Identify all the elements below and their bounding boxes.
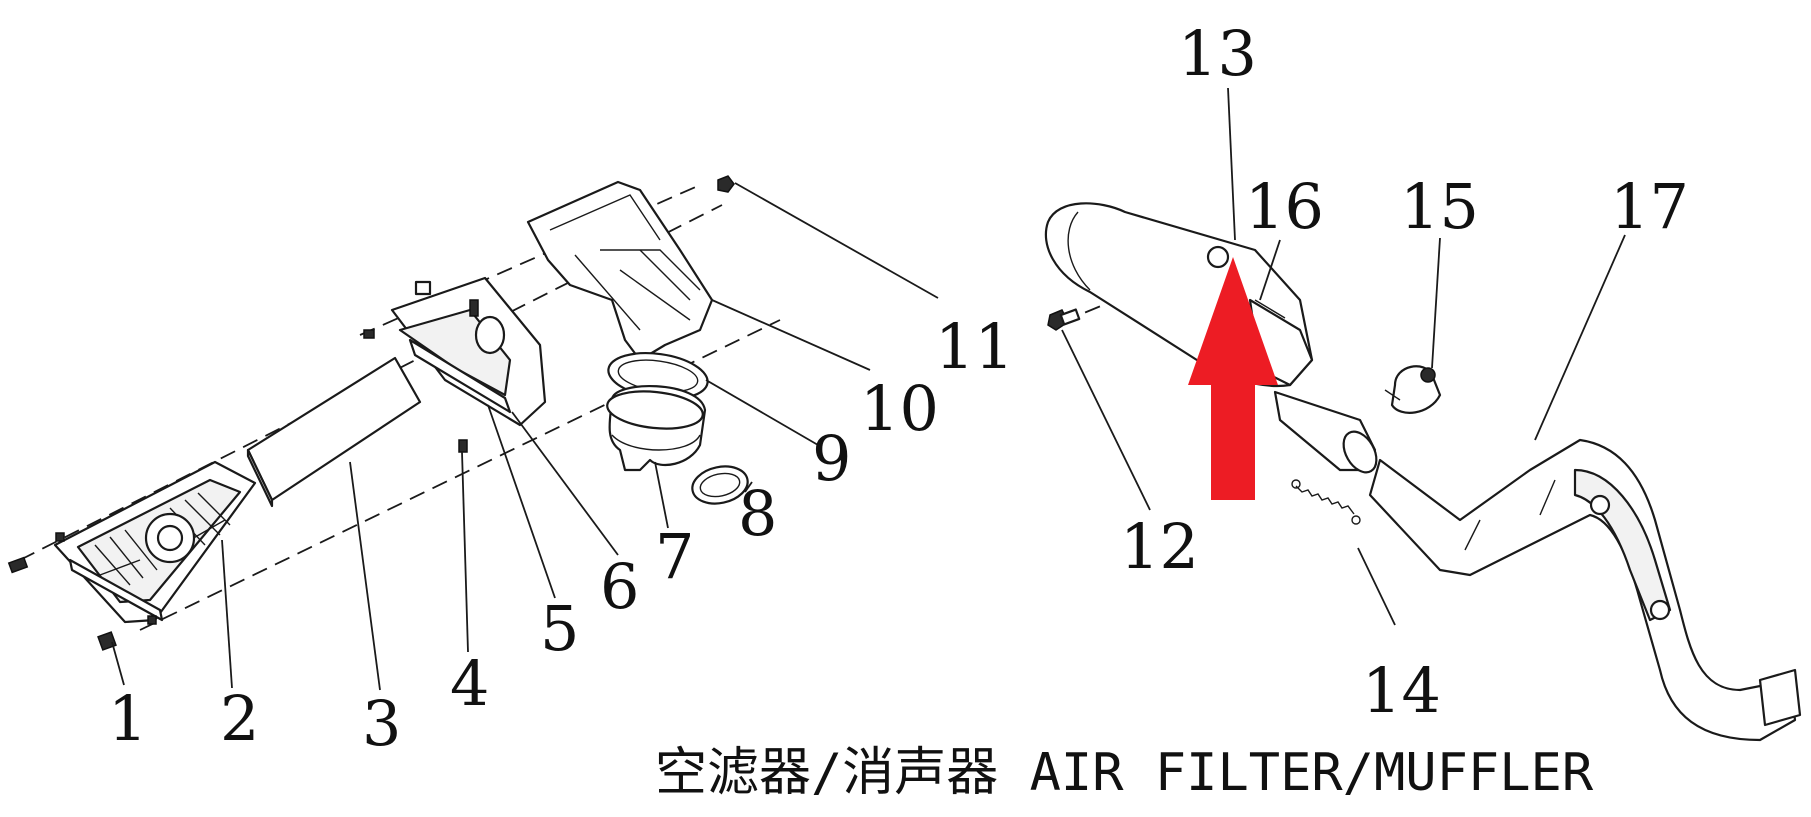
part-4-small-screw bbox=[458, 439, 468, 453]
callout-11: 11 bbox=[935, 310, 1014, 383]
part-14-spring bbox=[1291, 479, 1361, 525]
callout-16: 16 bbox=[1245, 170, 1324, 243]
part-16-collar bbox=[1254, 299, 1286, 319]
callout-8: 8 bbox=[738, 477, 777, 550]
part-7-intake-boot bbox=[606, 385, 707, 472]
callout-3: 3 bbox=[362, 687, 401, 760]
red-up-arrow-icon bbox=[1188, 257, 1278, 500]
callout-17: 17 bbox=[1610, 170, 1689, 243]
callout-4: 4 bbox=[450, 647, 489, 720]
diagram-caption: 空滤器/消声器 AIR FILTER/MUFFLER bbox=[655, 743, 1594, 803]
part-12-bolt bbox=[1047, 308, 1081, 331]
part-10-airbox bbox=[526, 180, 714, 362]
callout-1: 1 bbox=[108, 682, 147, 755]
callout-13: 13 bbox=[1178, 17, 1257, 90]
callout-5: 5 bbox=[540, 592, 579, 665]
callout-7: 7 bbox=[655, 520, 694, 593]
part-2-grille-cover bbox=[53, 460, 257, 624]
left-leader-lines bbox=[111, 182, 939, 691]
part-3-filter-element bbox=[246, 356, 422, 508]
part-1-screws bbox=[7, 532, 157, 651]
part-15-clamp bbox=[1384, 365, 1442, 414]
callout-2: 2 bbox=[220, 682, 259, 755]
part-11-nut bbox=[717, 175, 735, 193]
callout-6: 6 bbox=[600, 550, 639, 623]
right-leader-lines bbox=[1061, 87, 1626, 626]
parts-5-6-filter-housing bbox=[363, 276, 547, 427]
callout-9: 9 bbox=[812, 422, 851, 495]
callout-10: 10 bbox=[860, 372, 939, 445]
part-8-hose-clamp bbox=[691, 465, 749, 505]
right-callout-numbers: 13 16 15 17 12 14 bbox=[1120, 17, 1689, 727]
part-17-header-pipe bbox=[1368, 438, 1802, 742]
callout-14: 14 bbox=[1362, 654, 1441, 727]
left-callout-numbers: 1 2 3 4 5 6 7 8 9 10 11 bbox=[108, 310, 1014, 760]
callout-12: 12 bbox=[1120, 510, 1199, 583]
callout-15: 15 bbox=[1400, 170, 1479, 243]
